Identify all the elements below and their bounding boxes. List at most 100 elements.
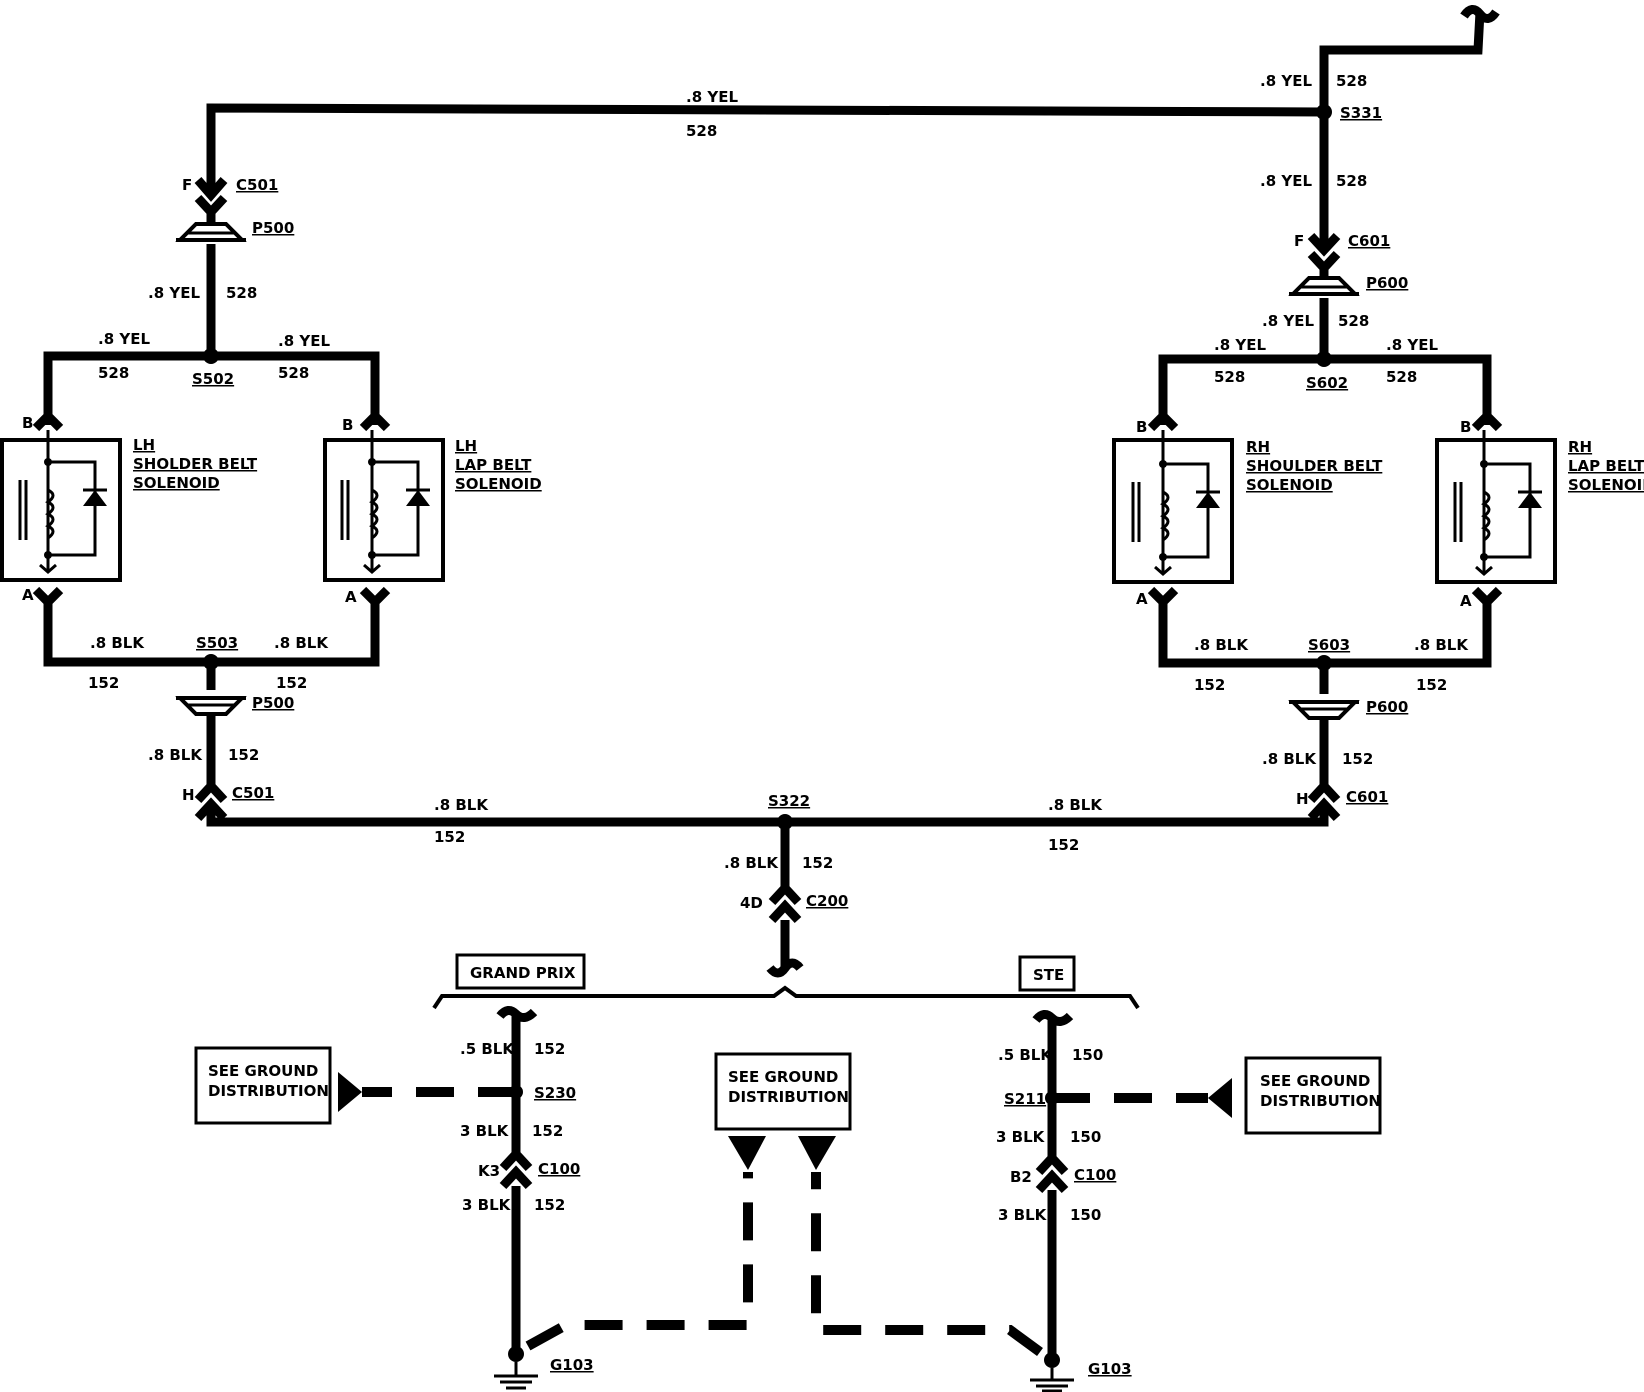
wire-circuit: 528 bbox=[1336, 72, 1367, 90]
pin-label: B bbox=[22, 414, 33, 432]
wire-label-color: .8 BLK bbox=[434, 796, 489, 814]
splice-s230 bbox=[509, 1085, 523, 1099]
wire-circuit: 150 bbox=[1070, 1206, 1101, 1224]
splice-s503 bbox=[203, 654, 219, 670]
pin-label: K3 bbox=[478, 1162, 500, 1180]
splice-s211 bbox=[1045, 1091, 1059, 1105]
wire-circuit: 528 bbox=[686, 122, 717, 140]
splice-s502 bbox=[203, 348, 219, 364]
lh-shoulder-solenoid bbox=[0, 409, 122, 609]
component-label: SHOLDER BELT bbox=[133, 455, 258, 473]
wire-circuit: 150 bbox=[1072, 1046, 1103, 1064]
rh-lap-solenoid bbox=[1435, 409, 1557, 609]
connector-label-c100: C100 bbox=[1074, 1166, 1116, 1184]
wire-label-color: .8 YEL bbox=[1262, 312, 1314, 330]
component-label: LH bbox=[455, 437, 477, 455]
connector-label-p500: P500 bbox=[252, 219, 294, 237]
wire-label-color: 3 BLK bbox=[460, 1122, 510, 1140]
pin-label: 4D bbox=[740, 894, 763, 912]
wire-label-color: 3 BLK bbox=[998, 1206, 1048, 1224]
wire-circuit: 528 bbox=[98, 364, 129, 382]
wire-label-color: .8 YEL bbox=[278, 332, 330, 350]
component-label: RH bbox=[1568, 438, 1592, 456]
wire-circuit: 152 bbox=[1048, 836, 1079, 854]
pin-label: A bbox=[1136, 590, 1148, 608]
connector-label-p500: P500 bbox=[252, 694, 294, 712]
component-label: LH bbox=[133, 436, 155, 454]
splice-label-s331: S331 bbox=[1340, 104, 1382, 122]
component-label: RH bbox=[1246, 438, 1270, 456]
pin-label: B bbox=[342, 416, 353, 434]
connector-label-c501: C501 bbox=[232, 784, 274, 802]
wire-label-color: .5 BLK bbox=[998, 1046, 1053, 1064]
ground-dist-text: DISTRIBUTION bbox=[208, 1082, 329, 1100]
connector-label-c601: C601 bbox=[1348, 232, 1390, 250]
ground-dist-text: SEE GROUND bbox=[1260, 1072, 1370, 1090]
lh-lap-solenoid bbox=[323, 409, 445, 609]
wire-circuit: 152 bbox=[534, 1196, 565, 1214]
wire-circuit: 528 bbox=[1338, 312, 1369, 330]
wire-label-color: .8 BLK bbox=[1262, 750, 1317, 768]
wire-label-color: .8 YEL bbox=[1260, 172, 1312, 190]
see-ground-distribution-box-left bbox=[194, 1046, 332, 1125]
wire-label-color: .8 YEL bbox=[1386, 336, 1438, 354]
component-label: SOLENOID bbox=[1568, 476, 1644, 494]
grand-prix-box bbox=[455, 953, 586, 990]
ground-dist-text: SEE GROUND bbox=[208, 1062, 318, 1080]
ground-dist-text: DISTRIBUTION bbox=[1260, 1092, 1381, 1110]
wire-circuit: 152 bbox=[532, 1122, 563, 1140]
component-label: SOLENOID bbox=[133, 474, 220, 492]
pin-label: F bbox=[1294, 232, 1304, 250]
wire-label-color: .8 YEL bbox=[98, 330, 150, 348]
connector-c601-top bbox=[1288, 232, 1360, 360]
splice-label-s322: S322 bbox=[768, 792, 810, 810]
connector-label-p600: P600 bbox=[1366, 274, 1408, 292]
wire-circuit: 152 bbox=[1342, 750, 1373, 768]
component-label: SOLENOID bbox=[455, 475, 542, 493]
component-label: SOLENOID bbox=[1246, 476, 1333, 494]
wire-circuit: 152 bbox=[534, 1040, 565, 1058]
wire-circuit: 528 bbox=[1214, 368, 1245, 386]
splice-label-s602: S602 bbox=[1306, 374, 1348, 392]
connector-c501-top bbox=[175, 177, 247, 358]
wire-label-color: .5 BLK bbox=[460, 1040, 515, 1058]
wire-circuit: 152 bbox=[802, 854, 833, 872]
wire-label-color: .8 YEL bbox=[148, 284, 200, 302]
connector-label-c501: C501 bbox=[236, 176, 278, 194]
wire-circuit: 528 bbox=[226, 284, 257, 302]
see-ground-distribution-box-right bbox=[1244, 1056, 1382, 1135]
blk-return-bus bbox=[206, 805, 1329, 978]
wire-label-color: .8 BLK bbox=[1414, 636, 1469, 654]
component-label: SHOULDER BELT bbox=[1246, 457, 1383, 475]
connector-label-c100: C100 bbox=[538, 1160, 580, 1178]
wire-label-color: .8 BLK bbox=[274, 634, 329, 652]
ground-label-g103: G103 bbox=[1088, 1360, 1132, 1378]
splice-s603 bbox=[1316, 655, 1332, 671]
wire-label-color: .8 BLK bbox=[1194, 636, 1249, 654]
ground-label-g103: G103 bbox=[550, 1356, 594, 1374]
wire-circuit: 150 bbox=[1070, 1128, 1101, 1146]
pin-label: F bbox=[182, 176, 192, 194]
pin-label: H bbox=[182, 786, 195, 804]
rh-blk-bus bbox=[1158, 598, 1492, 822]
wire-label-color: .8 YEL bbox=[686, 88, 738, 106]
wire-circuit: 528 bbox=[1386, 368, 1417, 386]
splice-label-s211: S211 bbox=[1004, 1090, 1046, 1108]
wire-label-color: .8 BLK bbox=[1048, 796, 1103, 814]
ground-dist-text: DISTRIBUTION bbox=[728, 1088, 849, 1106]
pin-label: A bbox=[1460, 592, 1472, 610]
wire-circuit: 152 bbox=[434, 828, 465, 846]
component-label: LAP BELT bbox=[455, 456, 532, 474]
ste-box bbox=[1018, 955, 1076, 992]
wire-label-color: .8 BLK bbox=[148, 746, 203, 764]
rh-shoulder-solenoid bbox=[1112, 409, 1234, 609]
wire-circuit: 152 bbox=[1194, 676, 1225, 694]
see-ground-distribution-box-center bbox=[714, 1052, 852, 1131]
wire-circuit: 152 bbox=[228, 746, 259, 764]
ste-ground-branch bbox=[811, 1010, 1232, 1392]
lh-blk-bus bbox=[43, 598, 380, 822]
wire-circuit: 528 bbox=[278, 364, 309, 382]
wire-label-color: 3 BLK bbox=[996, 1128, 1046, 1146]
splice-label-s503: S503 bbox=[196, 634, 238, 652]
